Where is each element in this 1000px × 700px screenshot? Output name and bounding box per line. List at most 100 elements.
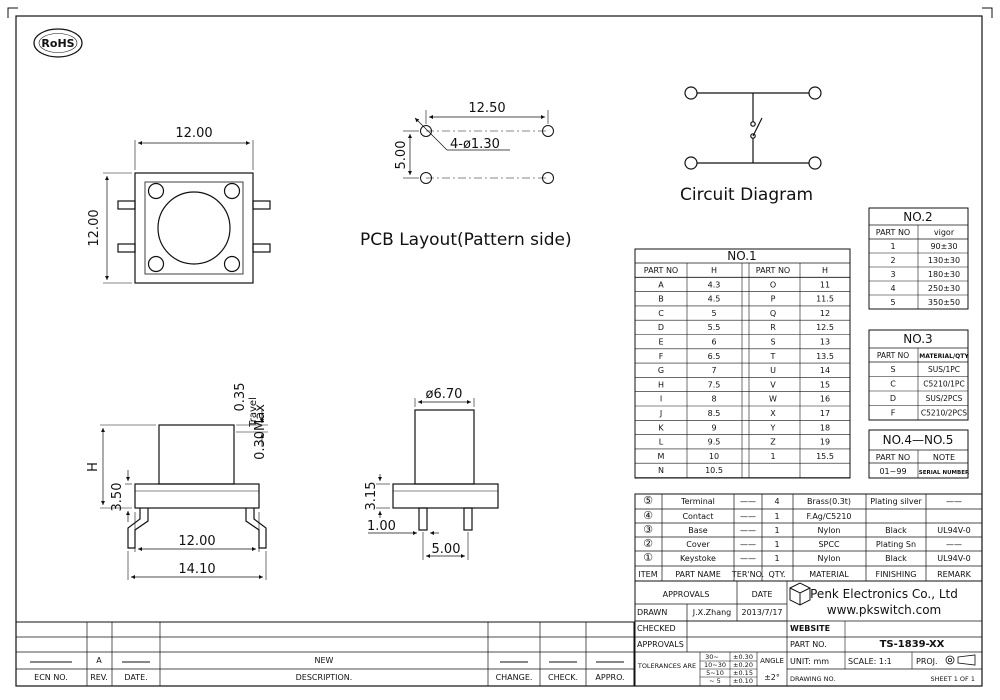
circuit-diagram (684, 86, 822, 170)
bom-cell: 4 (774, 497, 779, 506)
website-label: WEBSITE (790, 624, 830, 633)
no3-header: MATERIAL/QTY (919, 353, 969, 360)
no45-cell: SERIAL NUMBER (919, 470, 970, 476)
no1-cell: 15.5 (816, 452, 834, 461)
bom-cell: —— (740, 554, 756, 563)
bom-header: QTY. (769, 570, 786, 579)
no3-cell: C5210/1PC (923, 380, 964, 389)
pcb-caption: PCB Layout(Pattern side) (360, 230, 572, 250)
pcb-hole-dim: 4-ø1.30 (450, 137, 500, 152)
drawn-by: J.X.Zhang (692, 608, 732, 617)
side-travel-label: Travel (248, 397, 259, 428)
no2-cell: 4 (890, 284, 895, 293)
no1-cell: 4.5 (708, 295, 721, 304)
company-name: Penk Electronics Co., Ltd (810, 587, 958, 601)
revision-description: NEW (315, 656, 334, 665)
tol-range: ~ 5 (709, 677, 721, 685)
no1-cell: I (660, 395, 662, 404)
front-pitch-dim: 5.00 (432, 542, 461, 557)
bom-cell: Contact (682, 512, 713, 521)
bom-cell: —— (946, 540, 962, 549)
no1-cell: 1 (770, 452, 775, 461)
no1-title: NO.1 (727, 249, 756, 263)
no1-cell: P (771, 295, 776, 304)
no1-cell: O (770, 280, 776, 289)
side-view (100, 410, 268, 580)
bom-header: FINISHING (876, 570, 917, 579)
no3-cell: SUS/2PCS (926, 394, 963, 403)
bom-cell: UL94V-0 (937, 554, 970, 563)
no1-cell: 4.3 (708, 280, 721, 289)
no1-header: H (711, 266, 717, 275)
website-url: www.pkswitch.com (827, 603, 941, 617)
no1-cell: 6.5 (708, 352, 721, 361)
bom-cell: 1 (774, 554, 779, 563)
bom-cell: Nylon (818, 554, 841, 563)
no3-cell: C (890, 380, 896, 389)
tol-value: ±0.20 (733, 661, 753, 669)
no1-cell: T (770, 352, 776, 361)
pcb-layout (403, 110, 554, 184)
no1-cell: 17 (820, 409, 830, 418)
no1-cell: 11 (820, 280, 830, 289)
tol-range: 30~ㅤ (705, 653, 725, 661)
drawn-label: DRAWN (637, 608, 667, 617)
no1-cell: K (658, 423, 664, 432)
bom-cell: 1 (774, 540, 779, 549)
no1-cell: 9 (711, 423, 716, 432)
bom-cell: Keystoke (680, 554, 716, 563)
no1-header: PART NO (756, 266, 790, 275)
bom-cell: Cover (686, 540, 710, 549)
revision-header: REV. (90, 673, 108, 682)
tol-value: ±0.15 (733, 669, 753, 677)
no1-cell: 13.5 (816, 352, 834, 361)
no2-header: PART NO (876, 228, 910, 237)
pcb-height-dim: 5.00 (394, 141, 409, 170)
proj-label: PROJ. (916, 657, 938, 666)
revision-header: DATE. (124, 673, 147, 682)
bom-cell: F.Ag/C5210 (806, 512, 851, 521)
no2-cell: 250±30 (928, 284, 960, 293)
part-no-value: TS-1839-XX (880, 639, 945, 650)
part-no-label: PART NO. (790, 640, 827, 649)
no2-cell: 1 (890, 242, 895, 251)
top-view (103, 140, 271, 284)
rohs-logo: RoHS (33, 28, 83, 58)
no1-cell: 16 (820, 395, 830, 404)
angle-label: ANGLE (760, 657, 784, 665)
tol-value: ±0.10 (733, 677, 753, 685)
bom-cell: ⑤ (643, 494, 653, 507)
rohs-text: RoHS (41, 37, 74, 50)
no2-cell: 3 (890, 270, 895, 279)
no1-cell: 6 (711, 338, 716, 347)
bom-cell: ② (643, 537, 653, 550)
checked-label: CHECKED (637, 624, 676, 633)
bom-header: REMARK (937, 570, 972, 579)
bom-cell: Plating Sn (876, 540, 916, 549)
front-view (368, 398, 499, 560)
no1-header: H (822, 266, 828, 275)
no1-cell: U (770, 366, 776, 375)
no2-cell: 180±30 (928, 270, 960, 279)
pcb-width-dim: 12.50 (468, 101, 505, 116)
no1-header: PART NO (644, 266, 678, 275)
bom-cell: ④ (643, 509, 653, 522)
bom-cell: ① (643, 551, 653, 564)
no45-cell: 01~99 (879, 467, 906, 476)
no1-cell: 9.5 (708, 438, 721, 447)
side-travel-dim: 0.35 (233, 383, 248, 412)
bom-cell: —— (946, 497, 962, 506)
front-diameter-dim: ø6.70 (426, 387, 463, 402)
bom-cell: —— (740, 526, 756, 535)
bom-header: TER'NO. (731, 570, 764, 579)
no2-cell: 2 (890, 256, 895, 265)
no1-cell: R (770, 323, 776, 332)
drawing-no-label: DRAWING NO. (790, 675, 835, 683)
no1-cell: F (659, 352, 664, 361)
no1-cell: L (659, 438, 664, 447)
revision-rev: A (96, 656, 102, 665)
bom-cell: Nylon (818, 526, 841, 535)
no1-cell: 13 (820, 338, 830, 347)
no1-cell: G (658, 366, 664, 375)
